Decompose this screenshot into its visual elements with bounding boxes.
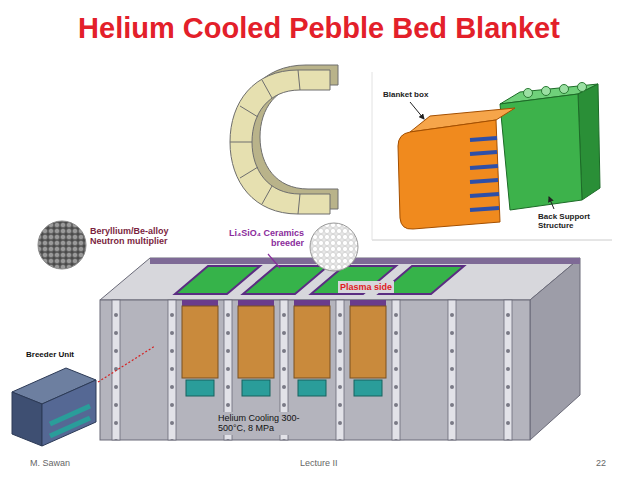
segment-line	[240, 106, 258, 117]
breeder-block	[238, 306, 274, 378]
box-face	[398, 120, 500, 229]
breeder-cap	[350, 300, 386, 306]
cooling-plate	[470, 152, 497, 154]
breeder-cover	[311, 266, 396, 294]
segment-line	[262, 186, 272, 204]
leader-line	[549, 197, 554, 209]
breeder-block	[182, 306, 218, 378]
support-face	[500, 94, 582, 210]
unit-pipe	[50, 406, 90, 424]
segment-line	[230, 142, 252, 143]
part-label: Back Support Structure	[538, 212, 600, 230]
cooling-plate	[470, 138, 497, 140]
material-label: Li₄SiO₄ Ceramics breeder	[216, 228, 304, 249]
leader-line	[410, 102, 424, 119]
first-wall	[150, 258, 580, 264]
back-support	[500, 83, 600, 211]
cooling-plate	[470, 166, 498, 168]
cooling-plate	[470, 180, 498, 182]
segment-line	[240, 167, 258, 178]
breeder-cap	[182, 300, 218, 306]
slide-title: Helium Cooled Pebble Bed Blanket	[0, 12, 638, 45]
torus-sector-face	[230, 70, 330, 214]
material-label: Beryllium/Be-alloy Neutron multiplier	[90, 226, 182, 247]
cooling-plate	[470, 194, 499, 196]
unit-front	[12, 392, 42, 446]
stiffening-plate	[392, 300, 400, 440]
helium-pipe	[242, 380, 270, 396]
support-pipe	[524, 89, 533, 98]
cooling-plates	[470, 138, 499, 210]
module-side	[530, 258, 580, 440]
helium-pipe	[186, 380, 214, 396]
leader-line	[98, 346, 155, 382]
support-pipe	[578, 83, 587, 92]
torus-sector	[230, 65, 338, 214]
blanket-module	[100, 258, 580, 440]
segment-line	[298, 70, 300, 90]
helium-pipe	[354, 380, 382, 396]
blanket-box	[398, 108, 515, 229]
breeder-block	[294, 306, 330, 378]
segment-line	[262, 80, 272, 98]
segment-line	[298, 194, 300, 214]
stiffening-plate	[336, 300, 344, 440]
side-label: Plasma side	[338, 281, 394, 293]
unit-side	[42, 380, 96, 446]
breeder-cap	[238, 300, 274, 306]
ceramic-pebbles	[310, 223, 358, 271]
support-pipe	[560, 85, 569, 94]
operating-note: Helium Cooling 300-500°C, 8 MPa	[216, 412, 316, 435]
footer-text: Lecture II	[300, 458, 338, 468]
stiffening-plates	[112, 300, 512, 440]
part-label: Blanket box	[383, 90, 428, 99]
breeder-unit	[12, 368, 96, 446]
stiffening-plate	[504, 300, 512, 440]
breeder-block	[350, 306, 386, 378]
beryllium-pebbles	[38, 221, 86, 269]
cooling-plate	[470, 208, 499, 210]
support-pipe	[542, 87, 551, 96]
segment-lines	[230, 70, 300, 214]
module-front	[100, 300, 530, 440]
inset-frame	[372, 72, 373, 240]
stiffening-plate	[448, 300, 456, 440]
helium-pipe	[298, 380, 326, 396]
part-label: Breeder Unit	[26, 350, 74, 359]
stiffening-plate	[168, 300, 176, 440]
breeder-units	[175, 266, 464, 396]
footer-text: M. Sawan	[30, 458, 70, 468]
page-number: 22	[596, 458, 606, 468]
breeder-cap	[294, 300, 330, 306]
inset-frame	[372, 240, 612, 241]
leader-line	[268, 254, 280, 268]
